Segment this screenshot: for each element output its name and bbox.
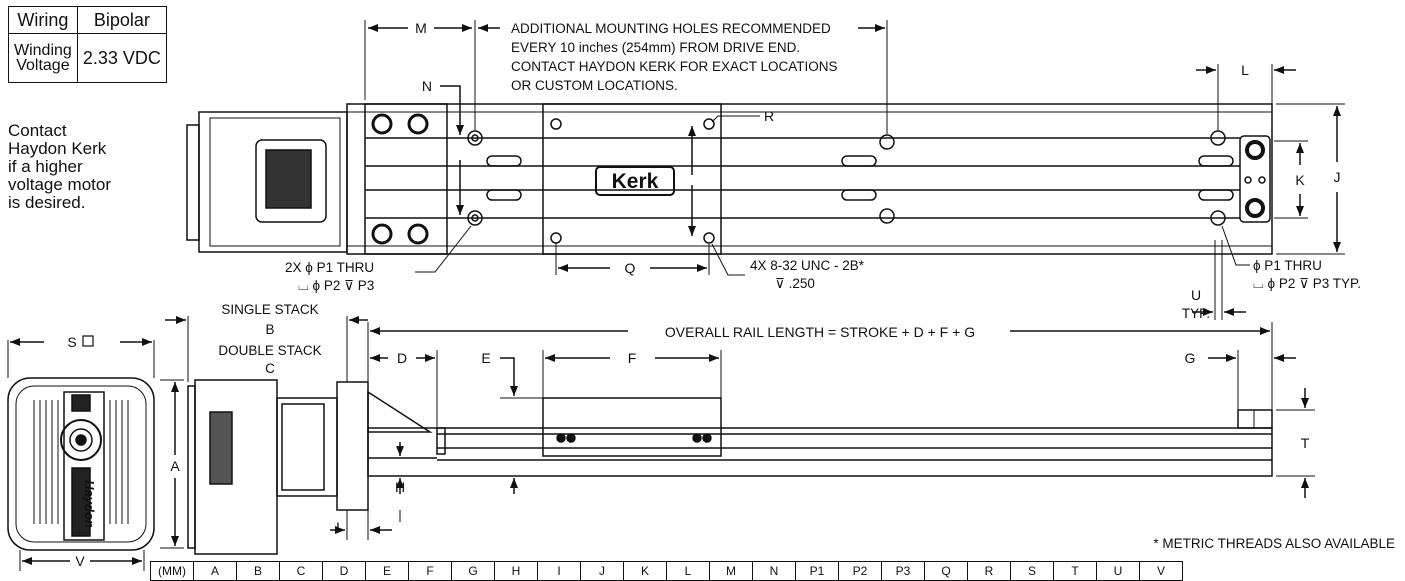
contact-line: is desired. <box>8 193 86 212</box>
dim-label-C: C <box>265 361 275 376</box>
mounting-note-3: CONTACT HAYDON KERK FOR EXACT LOCATIONS <box>511 59 838 74</box>
spec-col: E <box>365 561 409 581</box>
spec-col: A <box>193 561 237 581</box>
wiring-value: Bipolar <box>76 6 167 34</box>
dim-label-V: V <box>75 553 85 569</box>
spec-col: (MM) <box>150 561 194 581</box>
contact-line: voltage motor <box>8 175 111 194</box>
dim-label-R: R <box>764 108 774 124</box>
spec-col: N <box>752 561 796 581</box>
metric-note: * METRIC THREADS ALSO AVAILABLE <box>1153 536 1395 551</box>
dim-label-H: H <box>395 479 405 495</box>
thread-note-1: 4X 8-32 UNC - 2B* <box>750 258 865 273</box>
wiring-table: Wiring Bipolar Winding Voltage 2.33 VDC <box>8 6 167 83</box>
spec-col: J <box>580 561 624 581</box>
contact-line: Haydon Kerk <box>8 139 107 158</box>
dim-label-Q: Q <box>625 260 636 276</box>
spec-col: T <box>1053 561 1097 581</box>
single-stack: SINGLE STACK <box>221 302 318 317</box>
dim-label-I: I <box>336 519 340 535</box>
mounting-note-1: ADDITIONAL MOUNTING HOLES RECOMMENDED <box>511 21 831 36</box>
spec-col: Q <box>924 561 968 581</box>
mounting-note-2: EVERY 10 inches (254mm) FROM DRIVE END. <box>511 40 800 55</box>
spec-col: S <box>1010 561 1054 581</box>
spec-col: P1 <box>795 561 839 581</box>
end-view <box>7 338 155 571</box>
dim-label-N: N <box>422 78 432 94</box>
spec-col: L <box>666 561 710 581</box>
spec-table-header: (MM) A B C D E F G H I J K L M N P1 P2 P… <box>150 561 1183 581</box>
winding-voltage-value: 2.33 VDC <box>76 33 167 83</box>
mounting-note-4: OR CUSTOM LOCATIONS. <box>511 78 678 93</box>
dim-label-G: G <box>1185 350 1196 366</box>
spec-col: R <box>967 561 1011 581</box>
dim-label-J: J <box>1334 169 1341 185</box>
square-symbol-icon <box>82 335 94 347</box>
wiring-label: Wiring <box>8 6 78 34</box>
p1-right-note-1: ϕ P1 THRU <box>1253 258 1322 273</box>
dim-label-K: K <box>1295 172 1305 188</box>
spec-col: M <box>709 561 753 581</box>
spec-col: H <box>494 561 538 581</box>
p1-left-note-2: ⌴ ϕ P2 ⊽ P3 <box>298 278 374 293</box>
spec-col: F <box>408 561 452 581</box>
u-typ: TYP. <box>1182 306 1210 321</box>
dim-label-F: F <box>628 350 637 366</box>
side-view <box>187 379 1273 555</box>
spec-col: D <box>322 561 366 581</box>
thread-note-2: ⊽ .250 <box>775 276 815 291</box>
spec-col: P3 <box>881 561 925 581</box>
spec-col: I <box>537 561 581 581</box>
dim-label-S: S <box>67 334 76 350</box>
kerk-logo: Kerk <box>612 170 659 193</box>
spec-col: P2 <box>838 561 882 581</box>
spec-col: U <box>1096 561 1140 581</box>
top-view: Kerk <box>186 103 1273 255</box>
haydon-brand: Haydon <box>82 480 97 528</box>
contact-line: if a higher <box>8 157 83 176</box>
overall-length: OVERALL RAIL LENGTH = STROKE + D + F + G <box>665 324 975 340</box>
winding-label-1: Winding <box>14 42 72 59</box>
dim-label-T: T <box>1301 435 1310 451</box>
dim-label-M: M <box>415 20 427 36</box>
spec-col: B <box>236 561 280 581</box>
winding-label-2: Voltage <box>16 57 70 74</box>
dim-label-B: B <box>265 322 274 337</box>
double-stack: DOUBLE STACK <box>218 343 321 358</box>
dim-label-E: E <box>481 350 490 366</box>
top-view-dimensions <box>364 20 1345 320</box>
contact-line: Contact <box>8 121 67 140</box>
spec-col: G <box>451 561 495 581</box>
side-view-dimensions <box>160 316 1315 549</box>
p1-left-note-1: 2X ϕ P1 THRU <box>285 260 374 275</box>
dim-label-U: U <box>1191 287 1201 303</box>
dim-label-D: D <box>397 350 407 366</box>
spec-col: V <box>1139 561 1183 581</box>
spec-col: C <box>279 561 323 581</box>
p1-right-note-2: ⌴ ϕ P2 ⊽ P3 TYP. <box>1253 276 1361 291</box>
spec-col: K <box>623 561 667 581</box>
contact-note: Contact Haydon Kerk if a higher voltage … <box>8 122 148 212</box>
dim-label-L: L <box>1241 62 1249 78</box>
dim-label-A: A <box>170 458 180 474</box>
